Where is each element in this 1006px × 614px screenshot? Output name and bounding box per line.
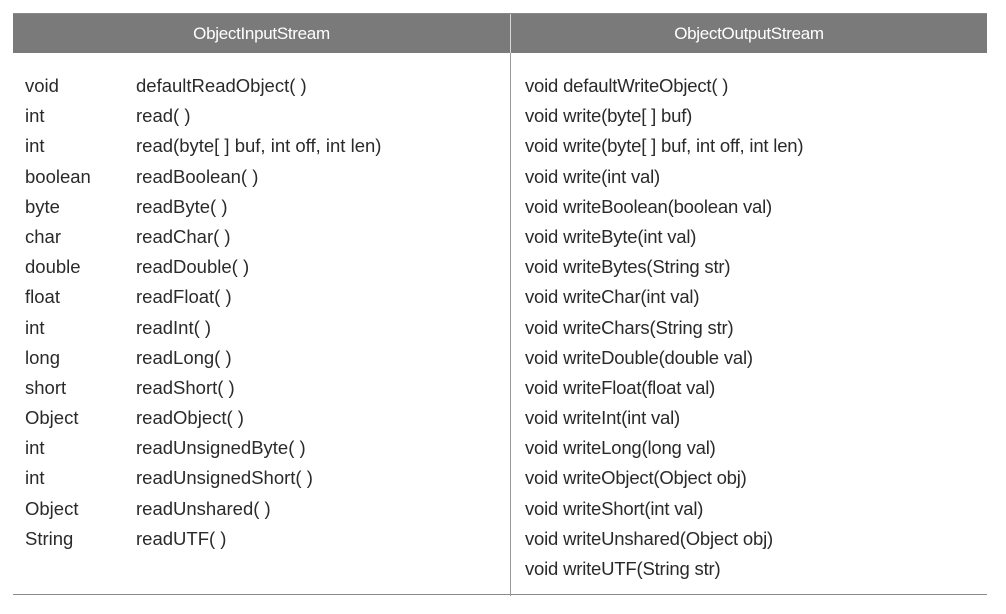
return-type: byte — [25, 195, 60, 217]
method-signature: readLong( ) — [136, 346, 232, 368]
table-row: byte readByte( ) — [13, 192, 510, 222]
return-type: int — [25, 316, 45, 338]
return-type: long — [25, 346, 60, 368]
return-type: char — [25, 225, 61, 247]
return-type: Object — [25, 407, 79, 429]
table-row: Object readUnshared( ) — [13, 494, 510, 524]
return-type: short — [25, 376, 67, 398]
table-row: void writeLong(long val) — [525, 437, 716, 459]
return-type: int — [25, 105, 45, 127]
output-methods-list: void defaultWriteObject( ) void write(byt… — [525, 71, 985, 584]
table-row: void writeChar(int val) — [525, 286, 700, 308]
method-signature: readObject( ) — [136, 407, 244, 429]
method-signature: readByte( ) — [136, 195, 228, 217]
method-signature: defaultReadObject( ) — [136, 75, 307, 96]
table-row: int read(byte[ ] buf, int off, int len) — [13, 131, 510, 161]
method-signature: readUnshared( ) — [136, 497, 271, 519]
header-object-output-stream: ObjectOutputStream — [510, 14, 987, 53]
table-row: String readUTF( ) — [13, 524, 510, 554]
method-signature: readDouble( ) — [136, 256, 250, 278]
return-type: void — [25, 75, 59, 96]
method-signature: read(byte[ ] buf, int off, int len) — [136, 135, 382, 157]
table-row: void defaultReadObject( ) — [13, 71, 510, 101]
table-row: void writeInt(int val) — [525, 407, 680, 429]
return-type: int — [25, 467, 45, 489]
table-row: void defaultWriteObject( ) — [525, 75, 729, 96]
table-row: float readFloat( ) — [13, 282, 510, 312]
header-object-input-stream: ObjectInputStream — [193, 24, 330, 43]
return-type: String — [25, 527, 74, 549]
table-row: void writeByte(int val) — [525, 225, 697, 247]
method-signature: readFloat( ) — [136, 286, 232, 308]
input-methods-list: void defaultReadObject( ) int read( ) int rea… — [13, 71, 510, 554]
table-row: void write(int val) — [525, 165, 660, 187]
table-row: void writeUTF(String str) — [525, 558, 721, 579]
table-row: int readUnsignedByte( ) — [13, 433, 510, 463]
method-signature: readUTF( ) — [136, 527, 227, 549]
method-signature: readInt( ) — [136, 316, 212, 338]
table-row: int read( ) — [13, 101, 510, 131]
table-row: int readInt( ) — [13, 313, 510, 343]
return-type: boolean — [25, 165, 91, 187]
table-row: long readLong( ) — [13, 343, 510, 373]
table-row: char readChar( ) — [13, 222, 510, 252]
table-row: Object readObject( ) — [13, 403, 510, 433]
method-signature: readShort( ) — [136, 376, 235, 398]
table-header-row: ObjectInputStream ObjectOutputStream — [13, 14, 987, 53]
method-signature: readBoolean( ) — [136, 165, 259, 187]
table-row: void writeChars(String str) — [525, 316, 734, 338]
method-signature: readUnsignedByte( ) — [136, 437, 306, 459]
method-signature: read( ) — [136, 105, 191, 127]
return-type: float — [25, 286, 60, 308]
method-signature: readUnsignedShort( ) — [136, 467, 313, 489]
return-type: int — [25, 437, 45, 459]
return-type: double — [25, 256, 81, 278]
method-signature: readChar( ) — [136, 225, 231, 247]
table-row: void writeObject(Object obj) — [525, 467, 747, 489]
column-divider — [510, 53, 511, 596]
table-row: void writeBoolean(boolean val) — [525, 195, 772, 217]
table-row: short readShort( ) — [13, 373, 510, 403]
table-row: void writeUnshared(Object obj) — [525, 527, 773, 549]
table-row: void writeShort(int val) — [525, 497, 704, 519]
table-row: boolean readBoolean( ) — [13, 162, 510, 192]
table-row: void write(byte[ ] buf, int off, int len… — [525, 135, 804, 157]
table-row: void write(byte[ ] buf) — [525, 105, 693, 127]
table-row: void writeFloat(float val) — [525, 376, 716, 398]
table-row: void writeDouble(double val) — [525, 346, 753, 368]
return-type: Object — [25, 497, 79, 519]
table-row: void writeBytes(String str) — [525, 256, 731, 278]
return-type: int — [25, 135, 45, 157]
stream-methods-table: ObjectInputStream ObjectOutputStream voi… — [13, 13, 987, 596]
table-row: double readDouble( ) — [13, 252, 510, 282]
table-row: int readUnsignedShort( ) — [13, 463, 510, 493]
